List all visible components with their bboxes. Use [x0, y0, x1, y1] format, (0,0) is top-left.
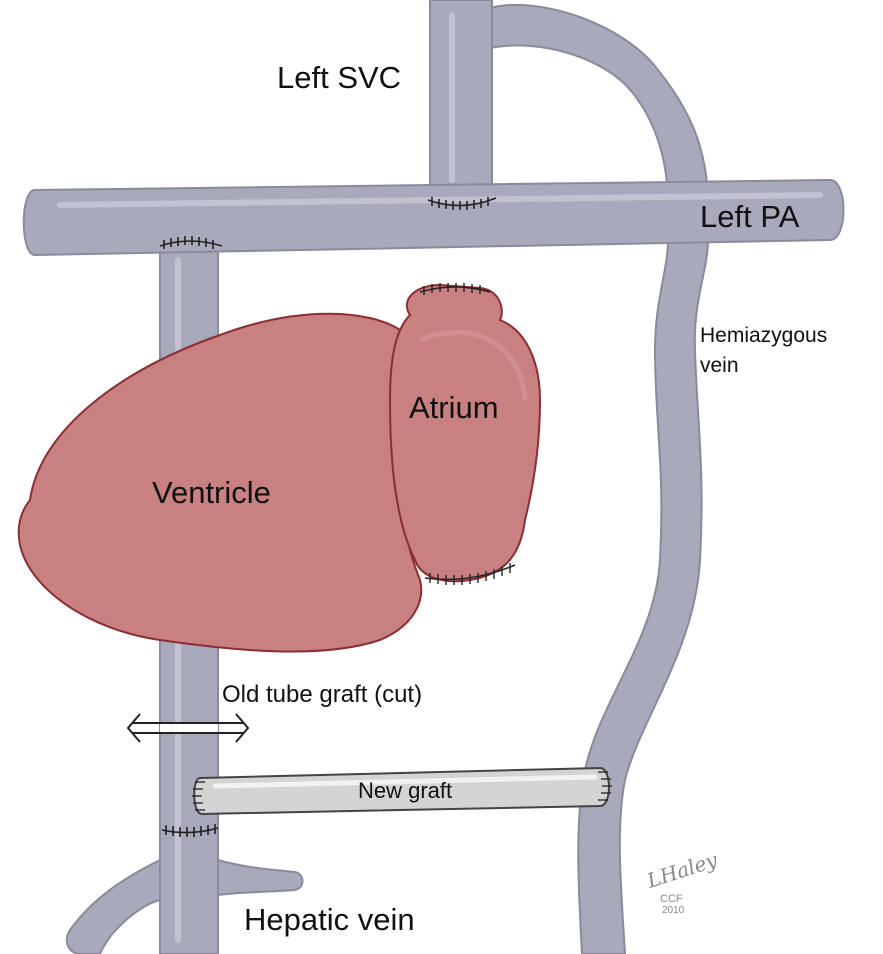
label-new-graft: New graft [358, 778, 452, 803]
label-old-tube-graft: Old tube graft (cut) [222, 681, 422, 708]
label-ventricle: Ventricle [152, 475, 271, 510]
signature-year: 2010 [662, 905, 685, 916]
label-hemiazygous-line2: vein [700, 354, 739, 377]
signature-org: CCF [660, 893, 683, 905]
label-hemiazygous-line1: Hemiazygous [700, 324, 827, 347]
label-left-pa: Left PA [700, 199, 800, 234]
hepatic-vein-branch-right [218, 860, 303, 895]
artist-signature: LHaley CCF 2010 [643, 847, 721, 916]
hepatic-vein-vessel [67, 860, 160, 954]
atrium-shape [390, 285, 540, 581]
left-svc-vessel [430, 0, 492, 205]
label-hepatic-vein: Hepatic vein [244, 902, 415, 937]
signature-name: LHaley [643, 847, 721, 893]
heart [19, 283, 540, 652]
label-left-svc: Left SVC [277, 60, 401, 95]
label-atrium: Atrium [409, 390, 499, 425]
